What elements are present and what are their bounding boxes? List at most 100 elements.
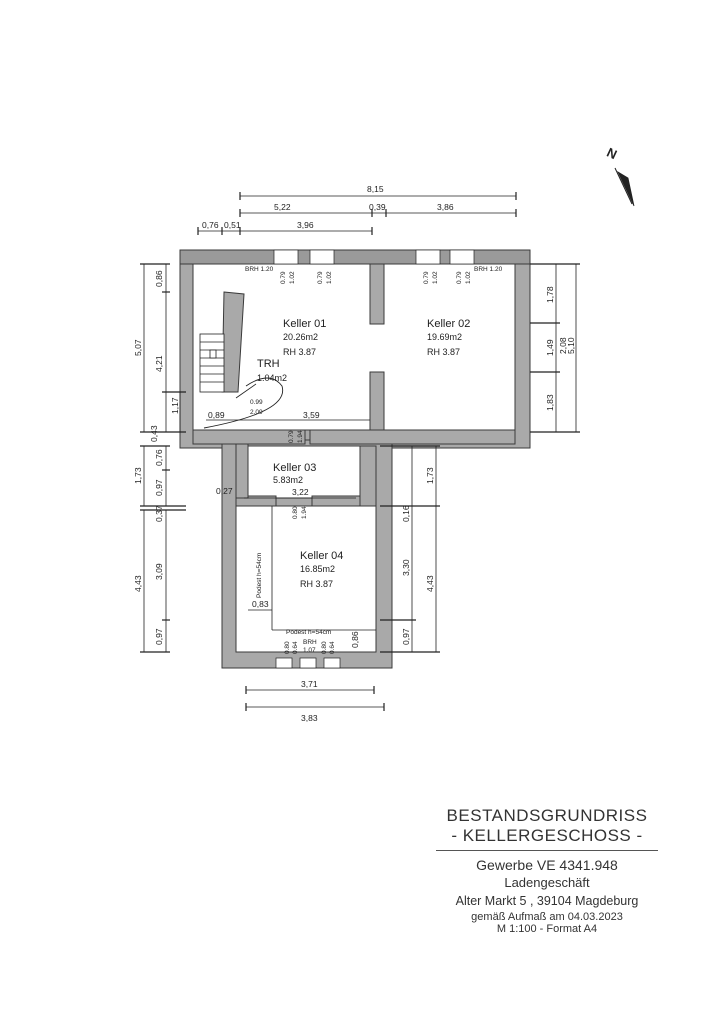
- trh-area: 1.04m2: [257, 373, 287, 383]
- bottom-080-a: 0.80: [284, 641, 291, 654]
- keller-04-height: RH 3.87: [300, 579, 333, 589]
- title-line-7: M 1:100 - Format A4: [496, 923, 598, 936]
- trh-name: TRH: [257, 358, 280, 370]
- title-line-1: BESTANDSGRUNDRISS: [446, 806, 648, 825]
- dim-inner-086: 0,86: [350, 631, 360, 648]
- bottom-064-b: 0.64: [329, 641, 336, 654]
- dim-left-f: 0,76: [154, 449, 164, 466]
- trh-leader-line: [235, 383, 257, 399]
- dim-left-g: 0,97: [154, 479, 164, 496]
- room-labels: Keller 01 20.26m2 RH 3.87 Keller 02 19.6…: [257, 318, 470, 589]
- podest-bottom-label: Podest h=54cm: [286, 629, 331, 636]
- title-line-3: Gewerbe VE 4341.948: [476, 857, 618, 874]
- north-arrow: N: [605, 145, 635, 207]
- dim-inner-083: 0,83: [252, 599, 269, 609]
- podest-side-label: Podest h=54cm: [256, 553, 263, 598]
- win-079-a: 0.79: [280, 271, 287, 284]
- win-079-d: 0.79: [456, 271, 463, 284]
- keller-01-height: RH 3.87: [283, 347, 316, 357]
- door-194b-label: 1.94: [301, 506, 308, 519]
- bottom-107-label: 1.07: [303, 647, 316, 654]
- bottom-064-a: 0.64: [292, 641, 299, 654]
- podest-outlines: [271, 506, 376, 631]
- north-arrow-icon: [617, 170, 635, 207]
- dim-bottom-b: 3,83: [301, 713, 318, 723]
- keller-03-name: Keller 03: [273, 462, 316, 474]
- dim-left-d: 0,43: [149, 425, 159, 442]
- dim-inner-089: 0,89: [208, 410, 225, 420]
- dim-left-e: 1,73: [133, 467, 143, 484]
- keller-04-area: 16.85m2: [300, 564, 335, 574]
- title-line-4: Ladengeschäft: [504, 875, 590, 891]
- title-line-6: gemäß Aufmaß am 04.03.2023: [471, 910, 623, 923]
- partition-wall-bottom: [369, 371, 385, 431]
- dim-top-total: 8,15: [367, 184, 384, 194]
- win-102-c: 1.02: [432, 271, 439, 284]
- dim-right-e: 1,83: [545, 394, 555, 411]
- title-line-5: Alter Markt 5 , 39104 Magdeburg: [455, 894, 639, 909]
- dim-left-a: 0,86: [154, 270, 164, 287]
- win-079-b: 0.79: [317, 271, 324, 284]
- dim-right-total-lower: 4,43: [425, 575, 435, 592]
- dim-left-b: 4,21: [154, 355, 164, 372]
- corridor-wall-left: [192, 429, 306, 445]
- title-line-2: - KELLERGESCHOSS -: [451, 825, 643, 845]
- trh-stair-landing: [203, 377, 284, 429]
- win-079-c: 0.79: [423, 271, 430, 284]
- keller-02-area: 19.69m2: [427, 332, 462, 342]
- dim-right-g: 0,16: [401, 505, 411, 522]
- door-079-label: 0.79: [288, 430, 295, 443]
- keller-03-area: 5.83m2: [273, 475, 303, 485]
- dim-left-total-lower: 4,43: [133, 575, 143, 592]
- dim-right-b: 1,49: [545, 339, 555, 356]
- north-letter: N: [605, 145, 620, 163]
- dim-top-c: 3,86: [437, 202, 454, 212]
- dim-right-i: 0,97: [401, 628, 411, 645]
- title-divider: [436, 850, 658, 852]
- dim-inner-322: 3,22: [292, 487, 309, 497]
- dim-right-f: 1,73: [425, 467, 435, 484]
- dim-right-d: 5,10: [566, 337, 576, 354]
- brh-left-label: BRH 1.20: [245, 266, 274, 273]
- door-099-label: 0.99: [250, 399, 263, 406]
- title-block: BESTANDSGRUNDRISS - KELLERGESCHOSS - Gew…: [432, 806, 662, 936]
- dim-left-i: 3,09: [154, 563, 164, 580]
- k03-k04-wall-left: [235, 495, 277, 507]
- keller-02-height: RH 3.87: [427, 347, 460, 357]
- dim-right-h: 3,30: [401, 559, 411, 576]
- dim-right-c: 2,08: [558, 337, 568, 354]
- win-102-d: 1.02: [465, 271, 472, 284]
- staircase: [199, 333, 225, 393]
- win-102-b: 1.02: [326, 271, 333, 284]
- dim-left-c: 1,17: [170, 397, 180, 414]
- door-080-label: 0.80: [292, 506, 299, 519]
- dim-left-j: 0,97: [154, 628, 164, 645]
- bottom-brh-label: BRH: [303, 639, 317, 646]
- partition-wall-top: [369, 263, 385, 325]
- dim-left-total-upper: 5,07: [133, 339, 143, 356]
- corridor-wall-right: [309, 429, 516, 445]
- dim-top2-b: 0,51: [224, 220, 241, 230]
- dim-right-a: 1,78: [545, 286, 555, 303]
- dim-left-h: 0,37: [154, 505, 164, 522]
- windows-top: [273, 249, 475, 669]
- dim-inner-027: 0,27: [216, 486, 233, 496]
- door-194-label: 1.94: [297, 430, 304, 443]
- dim-top-b: 0,39: [369, 202, 386, 212]
- win-102-a: 1.02: [289, 271, 296, 284]
- keller-01-area: 20.26m2: [283, 332, 318, 342]
- interior-walls: [192, 263, 516, 507]
- dim-top-a: 5,22: [274, 202, 291, 212]
- room-keller-04: [235, 505, 377, 653]
- k03-k04-wall-right: [311, 495, 361, 507]
- bottom-080-b: 0.80: [321, 641, 328, 654]
- k03-right-wall: [359, 445, 377, 507]
- k03-left-wall: [235, 443, 249, 499]
- brh-right-label: BRH 1.20: [474, 266, 503, 273]
- keller-02-name: Keller 02: [427, 318, 470, 330]
- annotations: BRH 1.20 BRH 1.20 0.79 1.02 0.79 1.02 0.…: [245, 266, 503, 654]
- dimension-lines: [140, 192, 580, 711]
- dim-top2-a: 0,76: [202, 220, 219, 230]
